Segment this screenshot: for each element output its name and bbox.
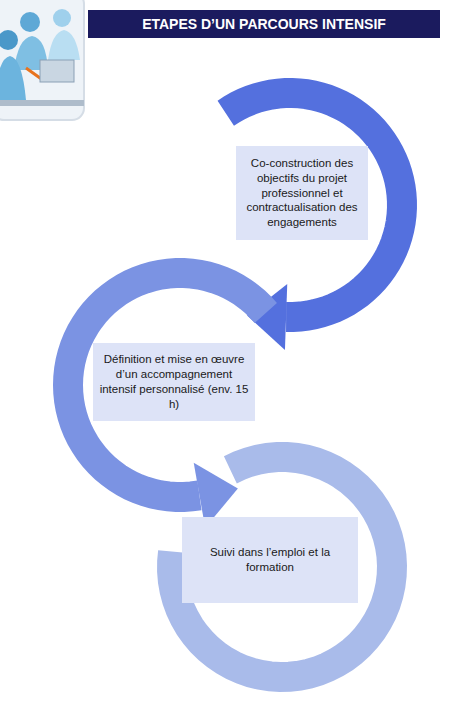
step-box: Co-construction des objectifs du projet … (236, 146, 368, 240)
step-text: Suivi dans l’emploi et la formation (188, 545, 352, 575)
step-text-group: Co-construction des objectifs du projet … (242, 156, 362, 231)
title: ETAPES D’UN PARCOURS INTENSIF (88, 10, 440, 38)
step-text: Définition et mise en œuvre d’un accompa… (99, 352, 249, 412)
step-text: Co-construction des objectifs du projet … (242, 156, 362, 231)
step-box: Définition et mise en œuvre d’un accompa… (93, 343, 255, 421)
step-box: Suivi dans l’emploi et la formation (182, 517, 358, 603)
step-text-group: Suivi dans l’emploi et la formation (188, 545, 352, 575)
people-icon (0, 0, 84, 120)
step-text-group: Définition et mise en œuvre d’un accompa… (99, 352, 249, 412)
cycle-arc (172, 457, 392, 677)
